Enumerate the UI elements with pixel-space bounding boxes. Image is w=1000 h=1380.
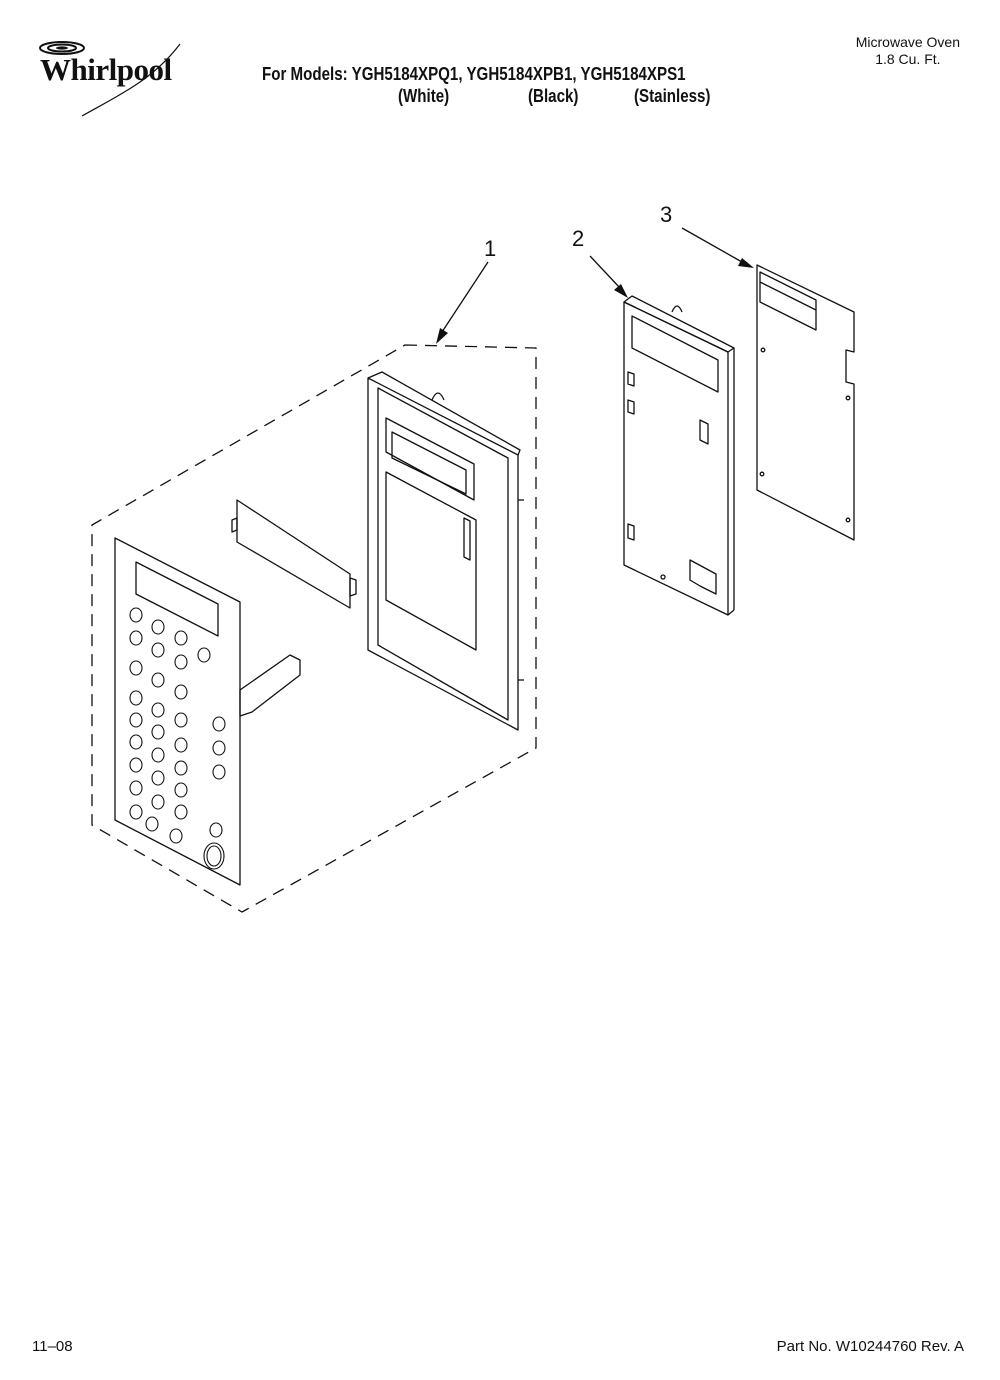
part-number: Part No. W10244760 Rev. A (776, 1338, 964, 1355)
product-capacity: 1.8 Cu. Ft. (875, 51, 941, 67)
callout-3: 3 (660, 202, 672, 227)
callout-2-arrowhead (614, 284, 628, 298)
control-panel-frame (367, 371, 524, 731)
keypad-buttons (129, 607, 226, 870)
callout-1-leader (441, 261, 489, 333)
board-connector-block (759, 271, 817, 331)
variant-white: (White) (398, 86, 450, 106)
callout-2-leader (589, 255, 621, 289)
assembly-outline-dashed (91, 344, 537, 913)
product-type: Microwave Oven (855, 34, 960, 50)
callout-3-arrowhead (738, 258, 754, 268)
brand-name: Whirlpool (40, 52, 172, 87)
keypad-ribbon-tail (239, 654, 301, 717)
revision-date: 11–08 (32, 1338, 73, 1355)
electronic-control-board (756, 264, 855, 541)
models-line: For Models: YGH5184XPQ1, YGH5184XPB1, YG… (262, 64, 686, 84)
variant-black: (Black) (528, 86, 579, 106)
callout-1: 1 (484, 236, 496, 261)
display-lens (231, 499, 357, 609)
callout-2: 2 (572, 226, 584, 251)
whirlpool-logo (39, 41, 181, 117)
callout-1-arrowhead (436, 328, 448, 344)
keypad-membrane (114, 537, 301, 886)
frame-display-cutout (385, 417, 475, 501)
product-info: Microwave Oven 1.8 Cu. Ft. (856, 34, 960, 68)
control-panel-housing (623, 295, 735, 616)
housing-display-opening (631, 315, 719, 393)
keypad-display-window (135, 561, 219, 637)
frame-keypad-window (385, 471, 477, 651)
callout-3-leader (681, 227, 743, 263)
variant-stainless: (Stainless) (634, 86, 711, 106)
